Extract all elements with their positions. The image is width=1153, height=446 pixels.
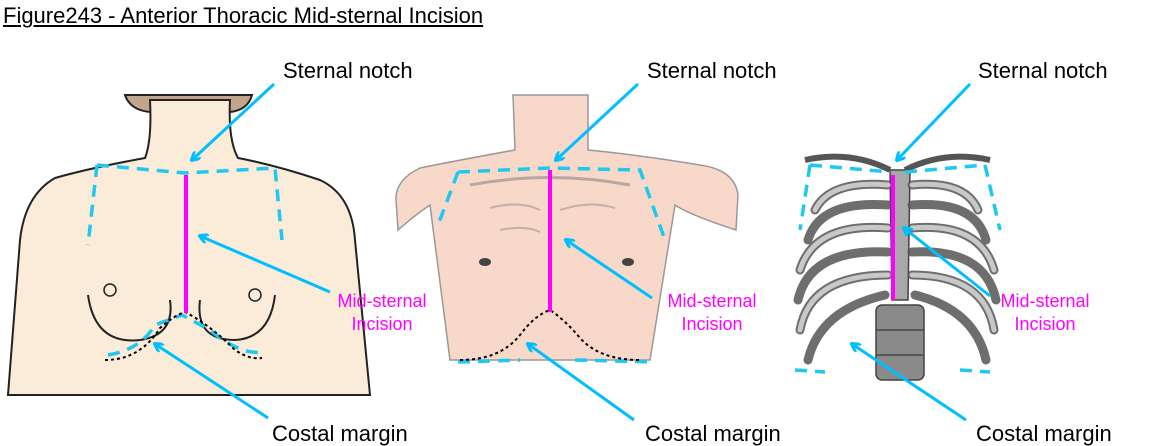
- sternal-notch-arrow: [556, 82, 640, 160]
- incision-label-line1: Mid-sternal: [667, 291, 756, 311]
- sternal-notch-label: Sternal notch: [647, 58, 777, 83]
- costal-margin-label: Costal margin: [976, 421, 1112, 446]
- panel-2-annotations: Sternal notch Mid-sternal Incision Costa…: [528, 58, 781, 446]
- costal-margin-label: Costal margin: [645, 421, 781, 446]
- incision-label-line2: Incision: [1014, 314, 1075, 334]
- sternal-notch-label: Sternal notch: [283, 58, 413, 83]
- sternal-notch-label: Sternal notch: [978, 58, 1108, 83]
- panel-3-annotations: Sternal notch Mid-sternal Incision Costa…: [852, 58, 1112, 446]
- incision-arrow: [904, 228, 991, 298]
- sternal-notch-arrow: [897, 82, 972, 160]
- sternal-notch-arrow: [192, 82, 276, 160]
- figure-title: Figure243 - Anterior Thoracic Mid-sterna…: [3, 3, 484, 28]
- female-torso-illustration: [6, 94, 372, 396]
- panel-1-annotations: Sternal notch Mid-sternal Incision Costa…: [155, 58, 427, 446]
- incision-arrow: [566, 240, 653, 300]
- incision-label-line1: Mid-sternal: [1000, 291, 1089, 311]
- rib-cage-illustration: [793, 153, 1002, 381]
- incision-label-line2: Incision: [351, 314, 412, 334]
- costal-margin-arrow: [852, 344, 967, 422]
- costal-margin-arrow: [155, 344, 269, 420]
- male-torso-illustration: [395, 94, 739, 364]
- incision-label-line1: Mid-sternal: [337, 291, 426, 311]
- costal-margin-label: Costal margin: [272, 421, 408, 446]
- incision-label-line2: Incision: [681, 314, 742, 334]
- costal-margin-arrow: [528, 344, 635, 422]
- incision-arrow: [200, 236, 331, 294]
